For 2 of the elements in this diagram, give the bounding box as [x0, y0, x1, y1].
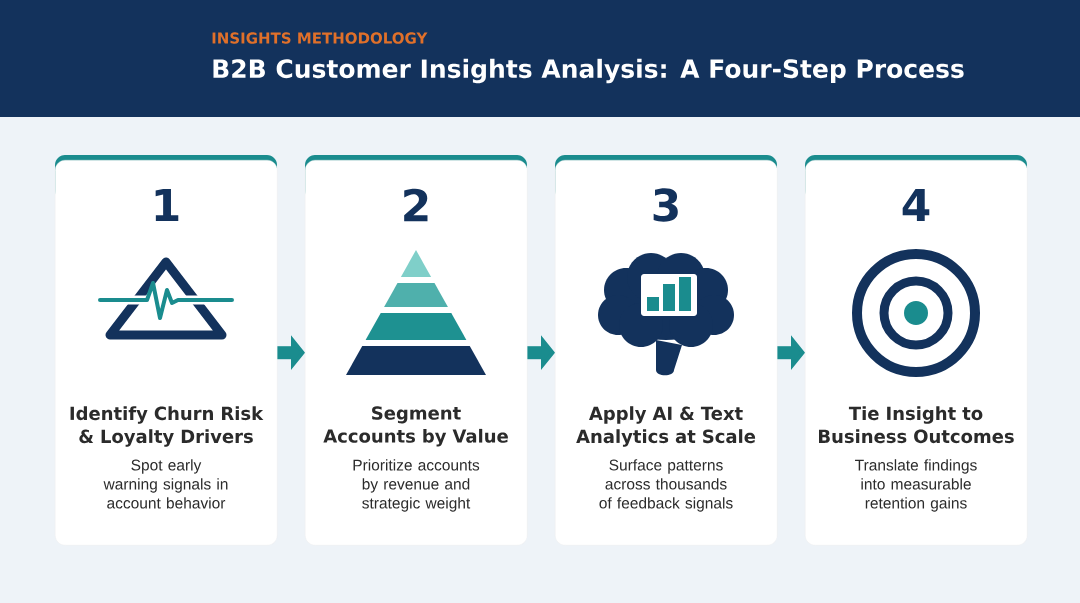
subtitle: INSIGHTS METHODOLOGY — [212, 32, 428, 44]
title: B2B Customer Insights Analysis: A Four-Step Process — [213, 58, 964, 84]
